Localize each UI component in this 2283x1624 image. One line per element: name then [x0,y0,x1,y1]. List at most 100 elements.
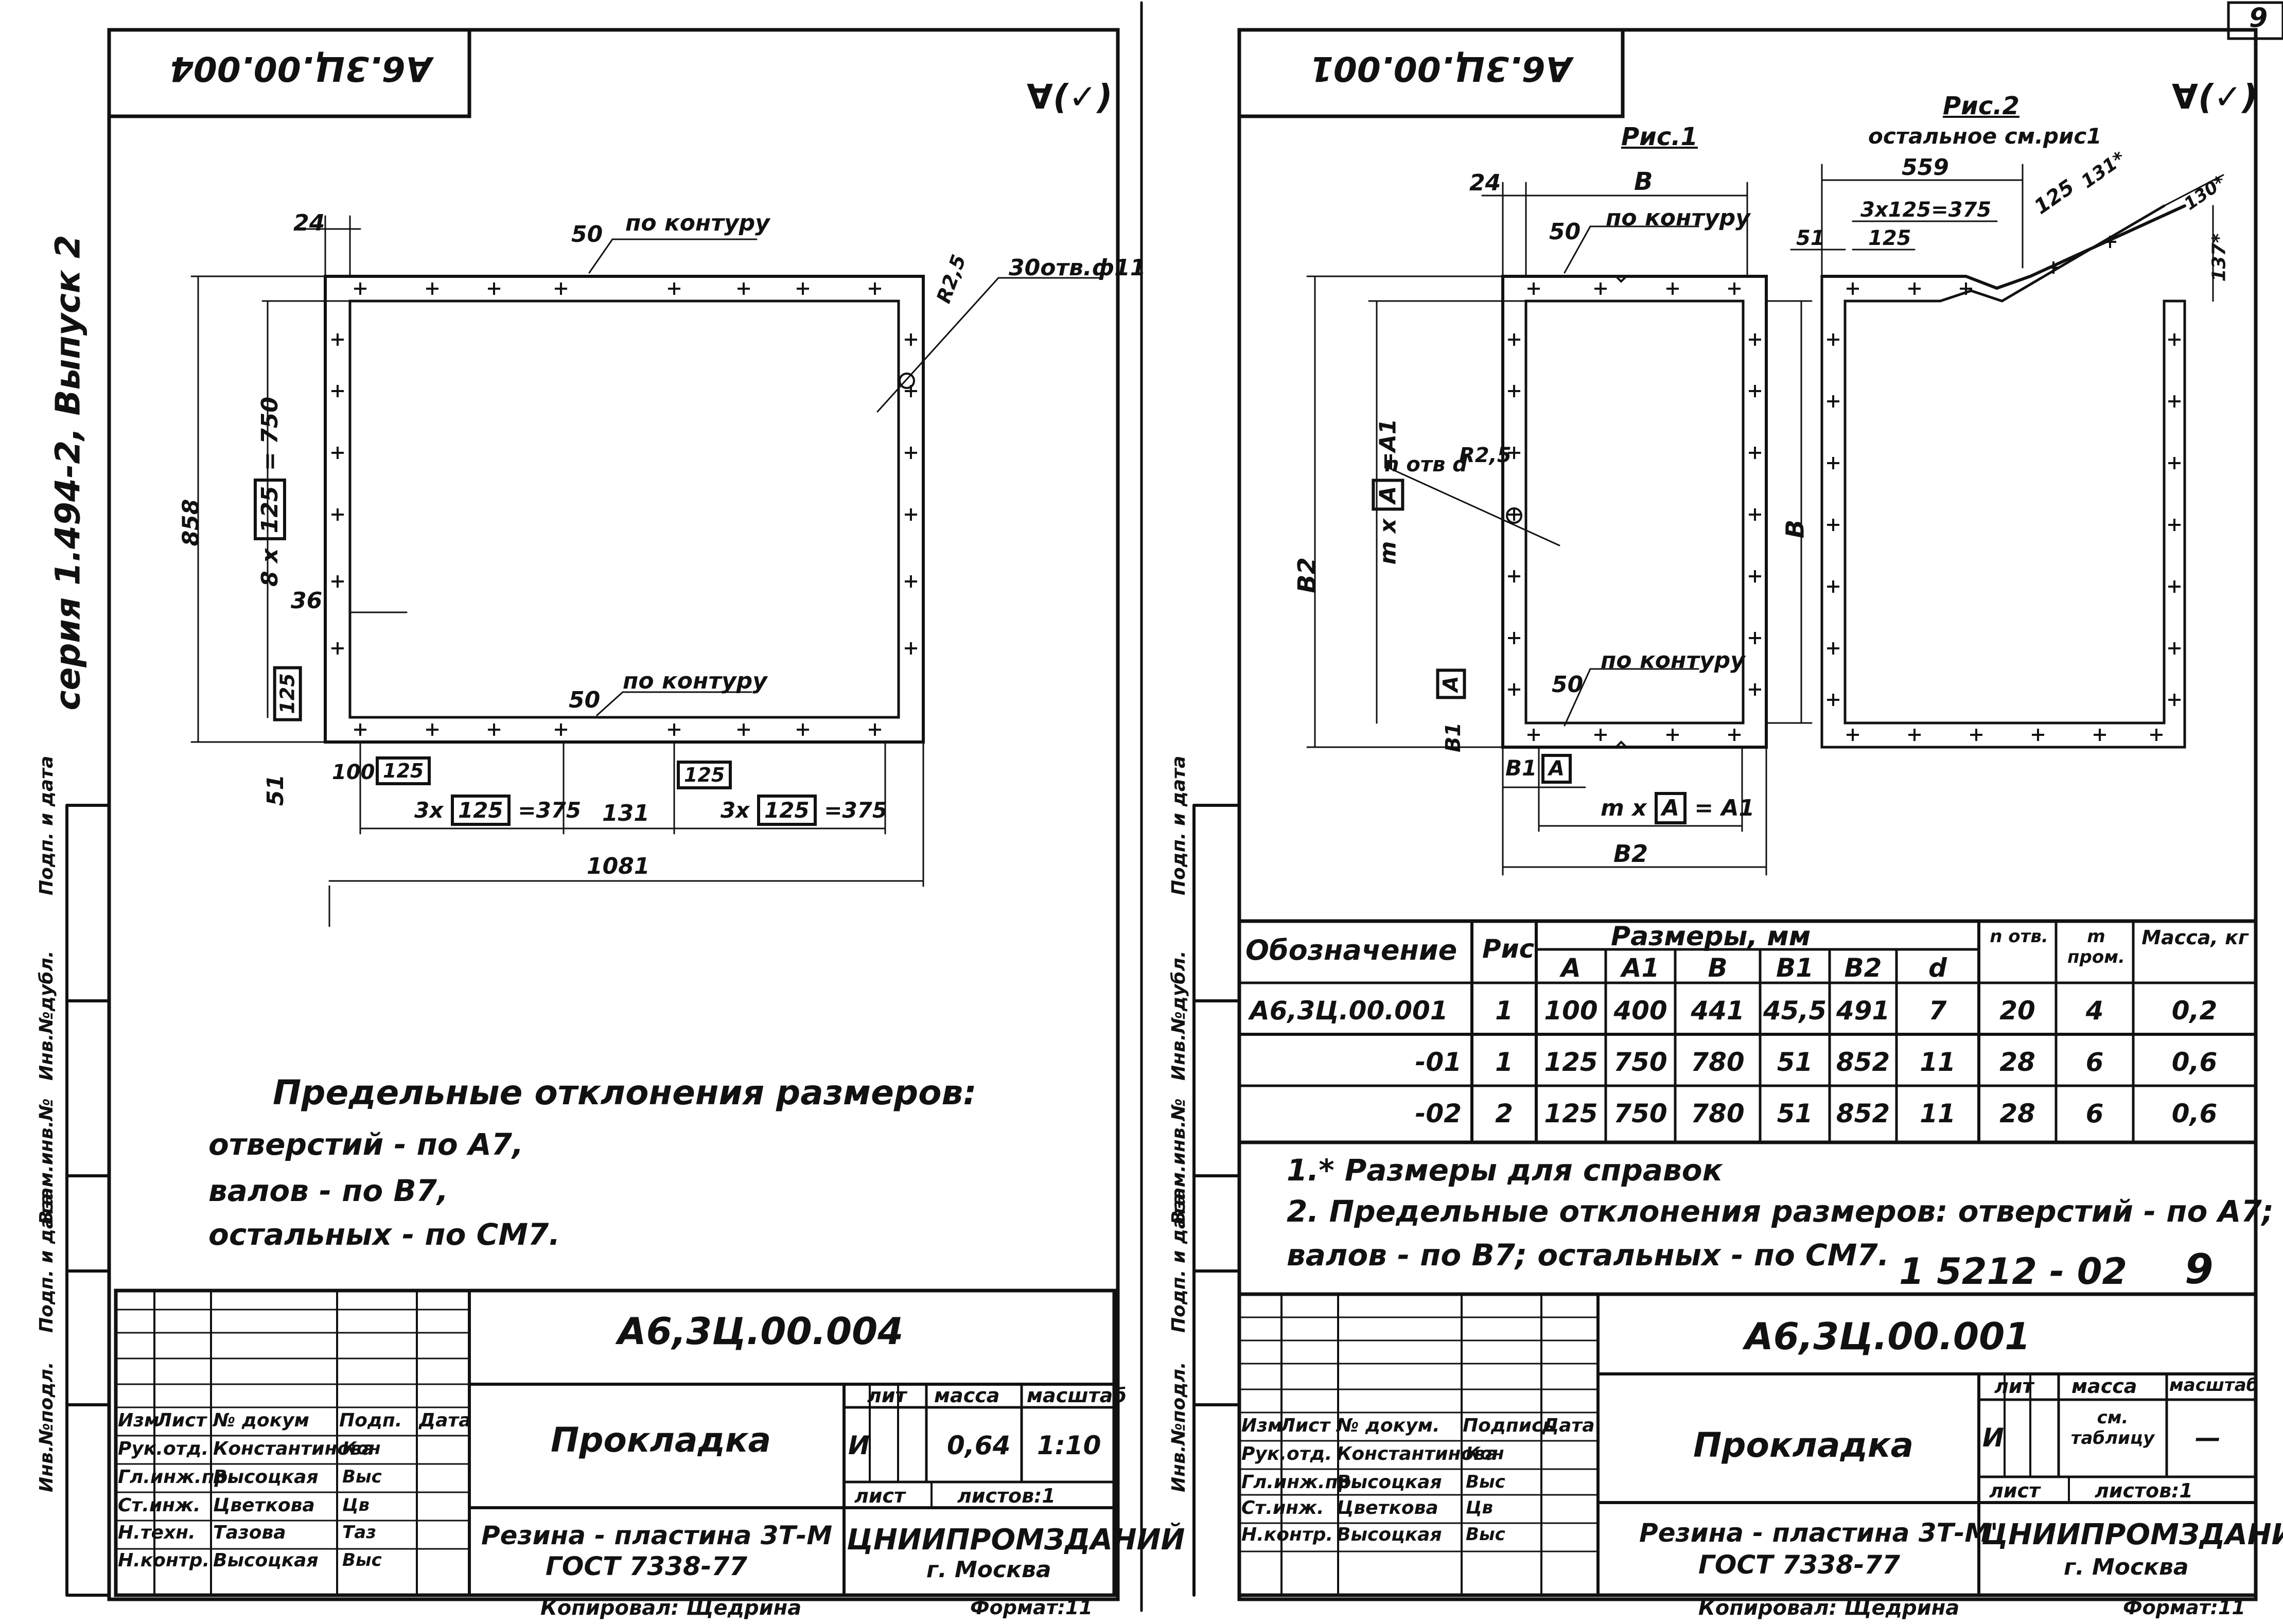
left-dim-50-bottom: 50 [569,687,601,713]
table-header-fig: Рис [1482,934,1535,964]
hole-mark [1666,283,1679,295]
table-subheader-3: B1 [1776,953,1814,983]
left-roughness-mark: ∀(✓) [1027,77,1113,117]
hole-mark [905,575,917,588]
hole-mark [1749,683,1761,696]
left-margin-label-3: Инв.№дубл. [36,950,57,1081]
left-tb-material-2: ГОСТ 7338-77 [546,1551,748,1581]
staff-signature: Кон [1466,1443,1504,1464]
fig2-dim-137: 137* [2208,233,2230,282]
left-margin-label-4: Подп. и дата [36,755,57,895]
right-roughness-mark: ∀(✓) [2172,77,2258,117]
hole-mark [797,723,809,736]
staff-signature: Выс [342,1550,382,1570]
sheet-number: 9 [2249,3,2268,33]
right-note-2: 2. Предельные отклонения размеров: отвер… [1287,1194,2274,1229]
hole-mark [737,723,750,736]
left-series-text: серия 1.494-2, Выпуск 2 [48,235,88,711]
table-cell: 491 [1836,996,1890,1026]
right-note-1: 1.* Размеры для справок [1287,1153,1723,1188]
hole-mark [1594,283,1607,295]
left-tb-org-2: г. Москва [926,1557,1051,1583]
table-header-n-holes: n отв. [1990,926,2048,947]
table-cell: 51 [1777,1047,1813,1077]
staff-header-4: Дата [419,1410,471,1431]
hole-mark [331,575,344,588]
right-tb-format: Формат:11 [2123,1596,2245,1619]
hole-mark [1827,694,1839,706]
table-cell: 852 [1836,1099,1890,1128]
staff-role: Н.контр. [118,1550,210,1571]
hole-mark [2094,729,2106,741]
left-dim-858: 858 [178,499,204,546]
fig1-note-bottom: по контуру [1601,647,1745,674]
right-tb-org-1: ЦНИИПРОМЗДАНИЙ [1981,1518,2283,1551]
right-margin-label-0: Инв.№подл. [1168,1362,1189,1493]
fig1-dim-B-vert: В [1781,519,1810,539]
hole-mark [2032,729,2044,741]
left-dim-vertical-pitch: 8 x 125 = 750 [253,397,286,587]
left-note-line-3: валов - по В7, [208,1173,449,1208]
hole-mark [1970,729,1982,741]
staff-header-3: Подпись [1463,1415,1555,1436]
left-dim-36: 36 [291,588,323,614]
right-tb-sheets-label: листов:1 [2095,1479,2193,1502]
left-holes-note: 30отв.ф11 [1009,255,1146,281]
left-dim-125-b: 125 [677,761,732,789]
fig1-dim-mA-h-res: = A1 [1694,795,1755,821]
hole-mark [2047,261,2060,274]
table-cell: 780 [1691,1099,1745,1128]
staff-role: Рук.отд. [1241,1443,1332,1464]
right-tb-sheet-label: лист [1989,1479,2041,1502]
staff-signature: Таз [342,1522,376,1543]
table-subheader-4: B2 [1844,953,1882,983]
left-note-line-4: остальных - по СМ7. [208,1217,560,1252]
hole-mark [426,283,438,295]
left-note-bottom: по контуру [623,668,767,694]
staff-header-2: № докум [213,1410,309,1431]
left-dim-vertical-pitch-box: 125 [253,479,286,541]
right-tb-mass-value: см. таблицу [2070,1407,2155,1449]
staff-name: Высоцкая [213,1467,319,1488]
table-cell: 400 [1613,996,1667,1026]
staff-header-3: Подп. [339,1410,402,1431]
hole-mark [905,385,917,397]
hole-mark [1749,632,1761,644]
hole-mark [869,723,881,736]
right-tb-material-1: Резина - пластина 3Т-М' [1639,1518,1998,1548]
fig1-dim-mA-h-box: A [1654,792,1687,824]
fig1-dim-B2-h: B2 [1613,840,1648,868]
table-cell: 100 [1544,996,1598,1026]
left-note-line-2: отверстий - по А7, [208,1127,524,1162]
hole-mark [905,333,917,346]
left-tb-material-1: Резина - пластина 3Т-М [481,1521,833,1550]
table-cell: 7 [1928,996,1947,1026]
hole-mark [1508,333,1520,346]
hole-mark [1527,729,1540,741]
staff-signature: Кон [342,1438,381,1459]
hole-mark [1728,283,1741,295]
left-dim-51: 51 [262,774,289,806]
left-tb-designation: А6,3Ц.00.004 [618,1310,904,1353]
right-tb-lit-label: лит [1994,1375,2034,1398]
left-dim-3x-left-text: 3х [414,798,444,823]
right-margin-label-3: Инв.№дубл. [1168,950,1189,1081]
left-dim-1081: 1081 [587,853,650,879]
hole-mark [1666,729,1679,741]
table-cell: 28 [1999,1047,2035,1077]
left-dim-100: 100 [332,761,375,784]
left-dim-24: 24 [293,210,325,236]
right-tb-scale-value: — [2195,1423,2221,1453]
hole-mark [1508,385,1520,397]
table-cell: 20 [1999,996,2035,1026]
left-dim-125-a: 125 [376,756,431,785]
hole-mark [1908,729,1921,741]
fig1-dim-B1-h: B1 [1505,755,1537,781]
table-cell: 750 [1613,1047,1667,1077]
hole-mark [1508,570,1520,582]
hole-mark [2168,457,2181,469]
table-cell: 45,5 [1763,996,1827,1026]
right-tb-org-2: г. Москва [2064,1554,2189,1580]
hole-mark [1508,508,1520,521]
